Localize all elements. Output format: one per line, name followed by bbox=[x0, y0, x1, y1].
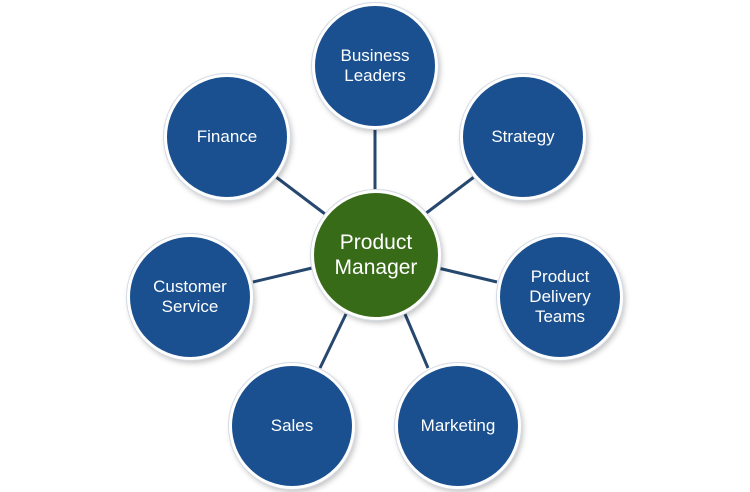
node-product-manager: Product Manager bbox=[311, 190, 441, 320]
link-marketing bbox=[403, 313, 430, 369]
node-customer-service: Customer Service bbox=[127, 234, 253, 360]
node-product-delivery-teams: Product Delivery Teams bbox=[497, 234, 623, 360]
link-customer-service bbox=[252, 266, 313, 284]
link-strategy bbox=[424, 175, 475, 216]
node-marketing: Marketing bbox=[395, 363, 521, 489]
node-strategy: Strategy bbox=[460, 74, 586, 200]
node-business-leaders: Business Leaders bbox=[312, 3, 438, 129]
link-sales bbox=[318, 313, 348, 369]
link-product-delivery-teams bbox=[437, 266, 498, 284]
node-finance: Finance bbox=[164, 74, 290, 200]
node-sales: Sales bbox=[229, 363, 355, 489]
link-finance bbox=[275, 175, 326, 216]
